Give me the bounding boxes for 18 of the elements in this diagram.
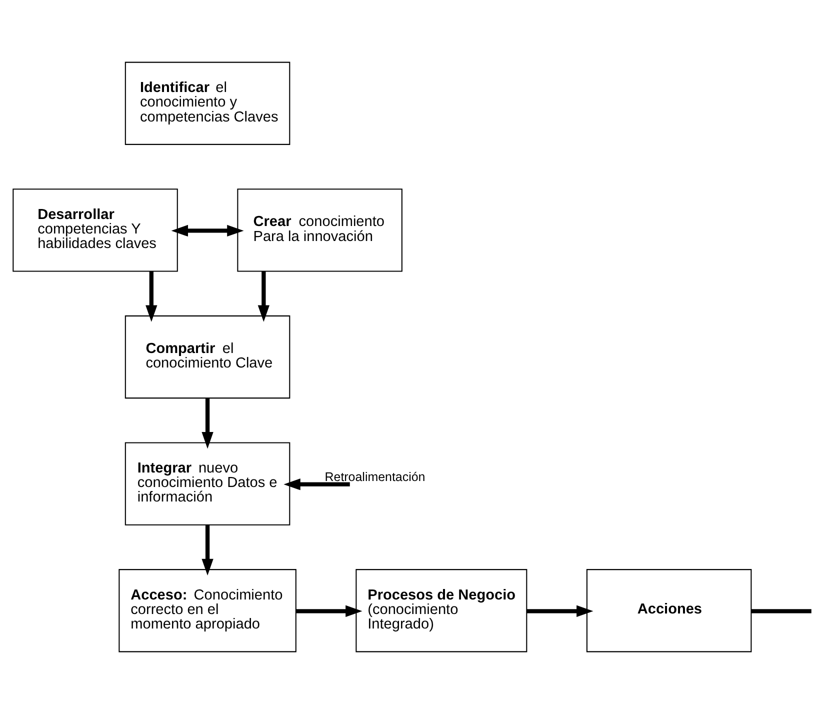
arrow	[170, 224, 244, 236]
node-box: Desarrollar competencias Y habilidades claves	[12, 188, 178, 272]
node-box: Acceso: Conocimiento correcto en el momento apropiado	[118, 568, 296, 652]
node-box: Compartir el conocimiento Clave	[124, 314, 290, 398]
node-box: Acciones	[586, 568, 752, 652]
node-box: Crear conocimiento Para la innovación	[236, 188, 402, 272]
arrow	[283, 478, 350, 490]
node-box: Identificar el conocimiento y competencias Claves	[124, 61, 290, 144]
arrow	[201, 524, 213, 576]
arrow	[295, 604, 362, 616]
node-box: Procesos de Negocio (conocimiento Integrado)	[355, 568, 527, 652]
arrow	[201, 398, 213, 448]
node-box: Integrar nuevo conocimiento Datos e información	[124, 442, 290, 525]
arrow	[526, 604, 593, 616]
arrow	[257, 270, 270, 322]
connector	[751, 608, 811, 613]
edge-label: Retroalimentación	[324, 469, 425, 484]
arrow	[145, 270, 157, 322]
